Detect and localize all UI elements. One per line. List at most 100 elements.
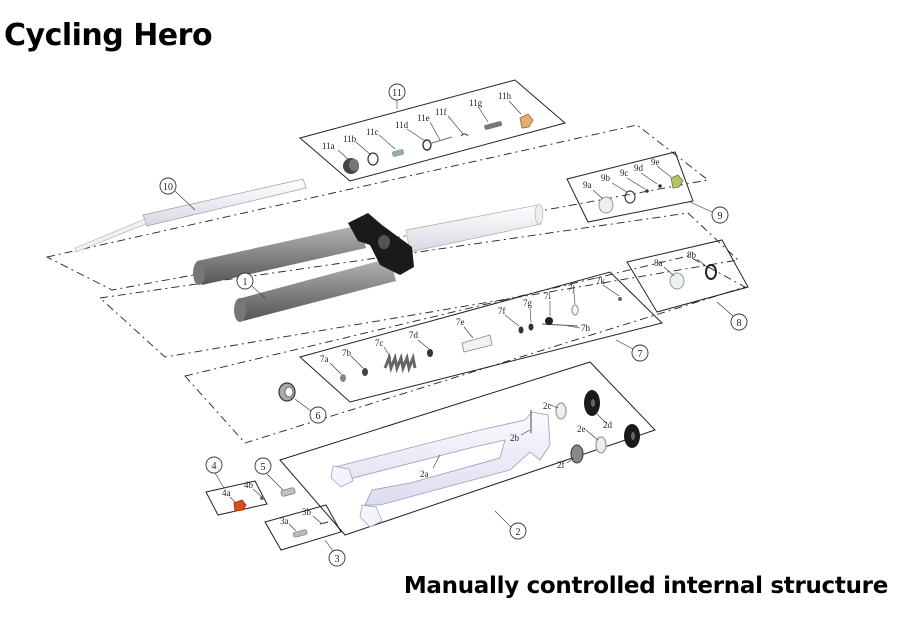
label-7f: 7f xyxy=(498,306,506,316)
part-11b-icon xyxy=(367,152,379,166)
label-11h: 11h xyxy=(498,91,512,101)
callout-5-text: 5 xyxy=(261,462,266,473)
diagram-caption: Manually controlled internal structure xyxy=(403,573,888,599)
part-9e-icon xyxy=(670,174,684,189)
label-7b: 7b xyxy=(342,348,352,358)
label-3b: 3b xyxy=(302,507,312,517)
label-9b: 9b xyxy=(601,173,611,183)
assembly-envelopes xyxy=(45,124,747,444)
label-9e: 9e xyxy=(651,157,660,167)
callout-7-text: 7 xyxy=(638,349,643,360)
label-4a: 4a xyxy=(222,488,231,498)
group-2-box: 2 2a 2b 2c 2d 2e 2f xyxy=(279,361,656,540)
label-11a: 11a xyxy=(322,141,335,151)
callout-6 xyxy=(309,406,327,424)
callout-2 xyxy=(509,522,527,540)
callout-3 xyxy=(328,549,346,567)
part-6-nut: 6 xyxy=(278,382,327,424)
part-2a-lower-legs-icon xyxy=(330,411,551,528)
part-2f-icon xyxy=(570,444,584,464)
label-8a: 8a xyxy=(654,258,663,268)
callout-10-text: 10 xyxy=(163,182,173,193)
label-11c: 11c xyxy=(366,127,379,137)
callout-1-text: 1 xyxy=(243,277,248,288)
part-11h-icon xyxy=(519,113,534,129)
group-3-box: 3 3a 3b xyxy=(264,504,346,567)
label-2b: 2b xyxy=(510,433,520,443)
callout-6-text: 6 xyxy=(316,411,321,422)
part-7g-icon xyxy=(528,323,534,331)
group-4-box: 4 4a 4b xyxy=(205,456,268,516)
callout-3-text: 3 xyxy=(335,554,340,565)
part-2c-icon xyxy=(555,402,567,420)
group-11-box: 11 11a 11b 11c 11d 11e 11f 11g 11h xyxy=(298,79,567,182)
label-7j: 7j xyxy=(568,283,575,293)
part-8a-icon xyxy=(669,272,685,290)
callout-8 xyxy=(730,313,748,331)
part-7e-icon xyxy=(461,334,493,353)
part-9a-icon xyxy=(598,196,614,214)
part-9c-icon xyxy=(645,189,649,193)
part-9b-icon xyxy=(624,190,636,204)
label-9a: 9a xyxy=(583,180,592,190)
callout-4 xyxy=(205,456,223,474)
part-4a-icon xyxy=(233,499,247,512)
part-7j-icon xyxy=(571,304,579,316)
label-3a: 3a xyxy=(280,516,289,526)
label-11f: 11f xyxy=(435,107,447,117)
part-5-bolt: 5 xyxy=(254,457,296,497)
part-11f-icon xyxy=(460,133,469,137)
callout-10 xyxy=(159,177,177,195)
group-9-box: 9 9a 9b 9c 9d 9e xyxy=(566,151,729,224)
label-11d: 11d xyxy=(395,120,409,130)
label-8b: 8b xyxy=(687,250,697,260)
label-7e: 7e xyxy=(456,317,465,327)
label-2e: 2e xyxy=(577,424,586,434)
label-2f: 2f xyxy=(557,460,565,470)
callout-9-text: 9 xyxy=(718,211,723,222)
callout-1 xyxy=(236,272,254,290)
label-11e: 11e xyxy=(417,113,430,123)
label-11g: 11g xyxy=(469,98,483,108)
part-10-rod: 10 xyxy=(74,177,307,253)
part-7d-icon xyxy=(427,349,433,357)
group-8-box: 8 8a 8b xyxy=(626,239,749,331)
label-7a: 7a xyxy=(320,354,329,364)
label-7h: 7h xyxy=(581,323,591,333)
label-2a: 2a xyxy=(420,469,429,479)
label-2d: 2d xyxy=(603,420,613,430)
callout-7 xyxy=(631,344,649,362)
label-11b: 11b xyxy=(343,134,357,144)
callout-9 xyxy=(711,206,729,224)
callout-11-text: 11 xyxy=(392,88,402,99)
part-7i-icon xyxy=(545,317,553,325)
part-11g-icon xyxy=(484,121,503,130)
callout-4-text: 4 xyxy=(212,461,217,472)
label-9d: 9d xyxy=(634,163,644,173)
part-11d-icon xyxy=(422,139,432,151)
label-4b: 4b xyxy=(244,480,254,490)
label-2c: 2c xyxy=(543,401,552,411)
label-7k: 7k xyxy=(596,276,606,286)
part-7b-icon xyxy=(362,368,368,376)
part-1-crown-stanchions: 1 xyxy=(193,203,544,322)
part-7a-icon xyxy=(340,374,346,382)
part-7k-icon xyxy=(618,297,622,301)
label-7g: 7g xyxy=(523,298,533,308)
part-3b-icon xyxy=(319,521,329,525)
label-7i: 7i xyxy=(544,291,552,301)
label-7c: 7c xyxy=(375,338,384,348)
group-7-box: 7 7a 7b 7c 7d 7e 7f 7g 7h xyxy=(298,271,663,403)
callout-5 xyxy=(254,457,272,475)
part-7f-icon xyxy=(518,326,524,334)
part-2e-icon xyxy=(595,436,607,454)
part-8b-icon xyxy=(705,264,717,280)
page-title: Cycling Hero xyxy=(4,18,213,53)
part-9d-icon xyxy=(658,184,662,188)
part-3a-icon xyxy=(292,529,308,538)
part-7c-icon xyxy=(383,352,417,374)
part-11c-icon xyxy=(391,148,405,158)
part-11e-icon xyxy=(431,136,453,144)
callout-2-text: 2 xyxy=(516,527,521,538)
